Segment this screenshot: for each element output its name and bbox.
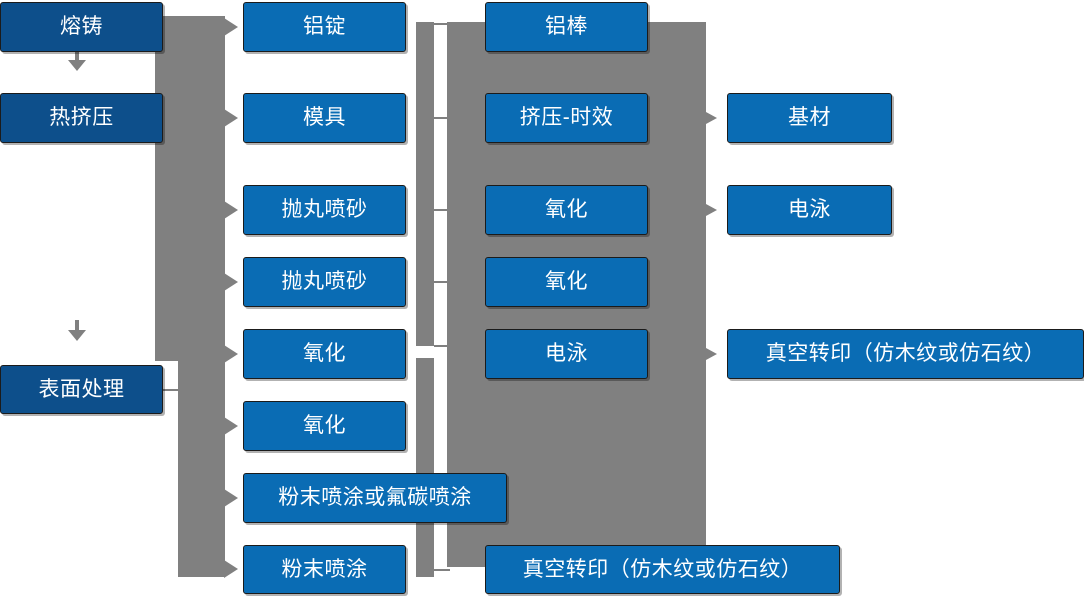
connector-arrow-col4-3	[706, 348, 717, 360]
col2-aluminum-ingot[interactable]: 铝锭	[243, 2, 406, 52]
connector-arrow-col2-2	[224, 109, 238, 127]
col3-oxidation-1[interactable]: 氧化	[485, 185, 648, 235]
connector-arrow-col4-1	[706, 112, 717, 124]
col4-substrate[interactable]: 基材	[727, 93, 892, 143]
connector-arrow-col4-2	[706, 204, 717, 216]
col3-oxidation-2[interactable]: 氧化	[485, 257, 648, 307]
connector-left-spine-upper	[155, 16, 225, 361]
connector-drop-surface	[75, 320, 79, 332]
connector-drop-melt	[75, 52, 79, 64]
col2-mold[interactable]: 模具	[243, 93, 406, 143]
connector-stub-surface	[163, 389, 183, 391]
stage-melt-cast[interactable]: 熔铸	[0, 2, 163, 52]
connector-stub-mid-5	[434, 345, 450, 347]
connector-arrow-col2-1	[224, 18, 238, 36]
connector-arrow-col2-4	[224, 273, 238, 291]
connector-stub-mid-1	[434, 23, 450, 25]
col3-aluminum-bar[interactable]: 铝棒	[485, 2, 648, 52]
col2-oxidation-2[interactable]: 氧化	[243, 401, 406, 451]
col2-powder-coating[interactable]: 粉末喷涂	[243, 545, 406, 594]
connector-stub-mid-4	[434, 281, 450, 283]
connector-left-spine-lower	[178, 361, 225, 577]
stage-surface-treatment[interactable]: 表面处理	[0, 365, 163, 414]
connector-middle-thin-spine-upper	[416, 22, 434, 346]
connector-middle-thin-spine-lower	[416, 358, 434, 577]
connector-arrow-col2-3	[224, 201, 238, 219]
col3-vacuum-transfer[interactable]: 真空转印（仿木纹或仿石纹）	[485, 545, 840, 594]
connector-arrow-col2-6	[224, 417, 238, 435]
col2-shot-blasting-1[interactable]: 抛丸喷砂	[243, 185, 406, 235]
col4-vacuum-transfer[interactable]: 真空转印（仿木纹或仿石纹）	[727, 329, 1084, 379]
col2-oxidation-1[interactable]: 氧化	[243, 329, 406, 379]
connector-arrow-down-melt	[68, 60, 86, 71]
connector-stub-mid-6	[434, 569, 450, 571]
connector-arrow-col2-8	[224, 560, 238, 578]
col3-electrophoresis[interactable]: 电泳	[485, 329, 648, 379]
connector-stub-mid-2	[434, 117, 450, 119]
stage-hot-extrusion[interactable]: 热挤压	[0, 93, 163, 143]
col2-powder-or-fluorocarbon[interactable]: 粉末喷涂或氟碳喷涂	[243, 473, 507, 523]
connector-stub-mid-3	[434, 209, 450, 211]
connector-arrow-down-surface	[68, 330, 86, 341]
connector-arrow-col2-5	[224, 345, 238, 363]
col3-extrusion-aging[interactable]: 挤压-时效	[485, 93, 648, 143]
col4-electrophoresis[interactable]: 电泳	[727, 185, 892, 235]
connector-arrow-col2-7	[224, 489, 238, 507]
col2-shot-blasting-2[interactable]: 抛丸喷砂	[243, 257, 406, 307]
